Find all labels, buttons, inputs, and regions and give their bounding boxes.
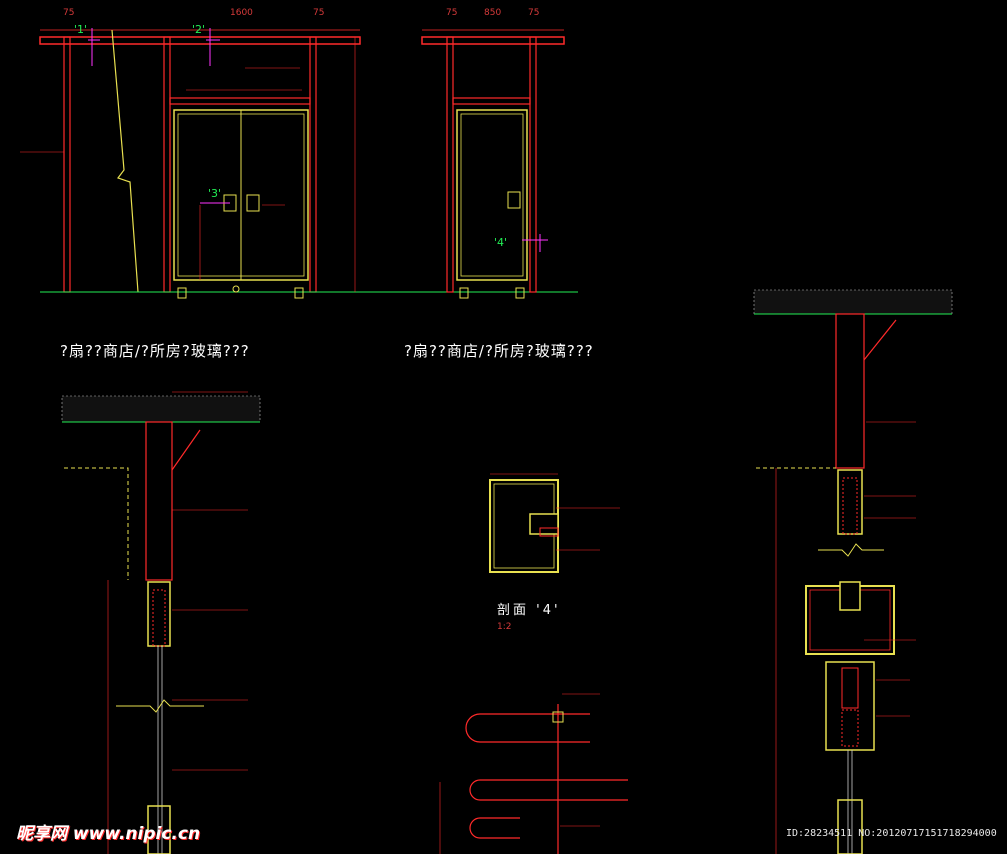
watermark-logo: 昵享网 www.nipic.cn: [16, 824, 201, 844]
tag-3: '3': [208, 187, 222, 200]
profile-section-4: [489, 473, 620, 573]
dim-top-5: 850: [484, 8, 502, 18]
dim-top-2: 1600: [230, 8, 253, 18]
vertical-section-right: [753, 289, 953, 854]
elevation-storefront-left: [20, 28, 578, 299]
watermark-id: ID:28234511 NO:20120717151718294000: [786, 828, 997, 839]
drawing-title-left: ?扇??商店/?所房?玻璃???: [60, 342, 250, 360]
dim-top-4: 75: [446, 8, 458, 18]
vertical-section-left: [61, 391, 261, 854]
section-label: 剖面 '4': [497, 603, 561, 618]
dim-top-6: 75: [528, 8, 540, 18]
dim-top-3: 75: [313, 8, 325, 18]
drawing-title-mid: ?扇??商店/?所房?玻璃???: [404, 342, 594, 360]
dim-top-1: 75: [63, 8, 75, 18]
tag-1: '1': [74, 23, 88, 36]
section-scale: 1:2: [497, 622, 512, 632]
tag-4: '4': [494, 236, 508, 249]
tag-2: '2': [192, 23, 206, 36]
handle-detail: [439, 693, 628, 854]
elevation-single-door: [421, 29, 565, 299]
